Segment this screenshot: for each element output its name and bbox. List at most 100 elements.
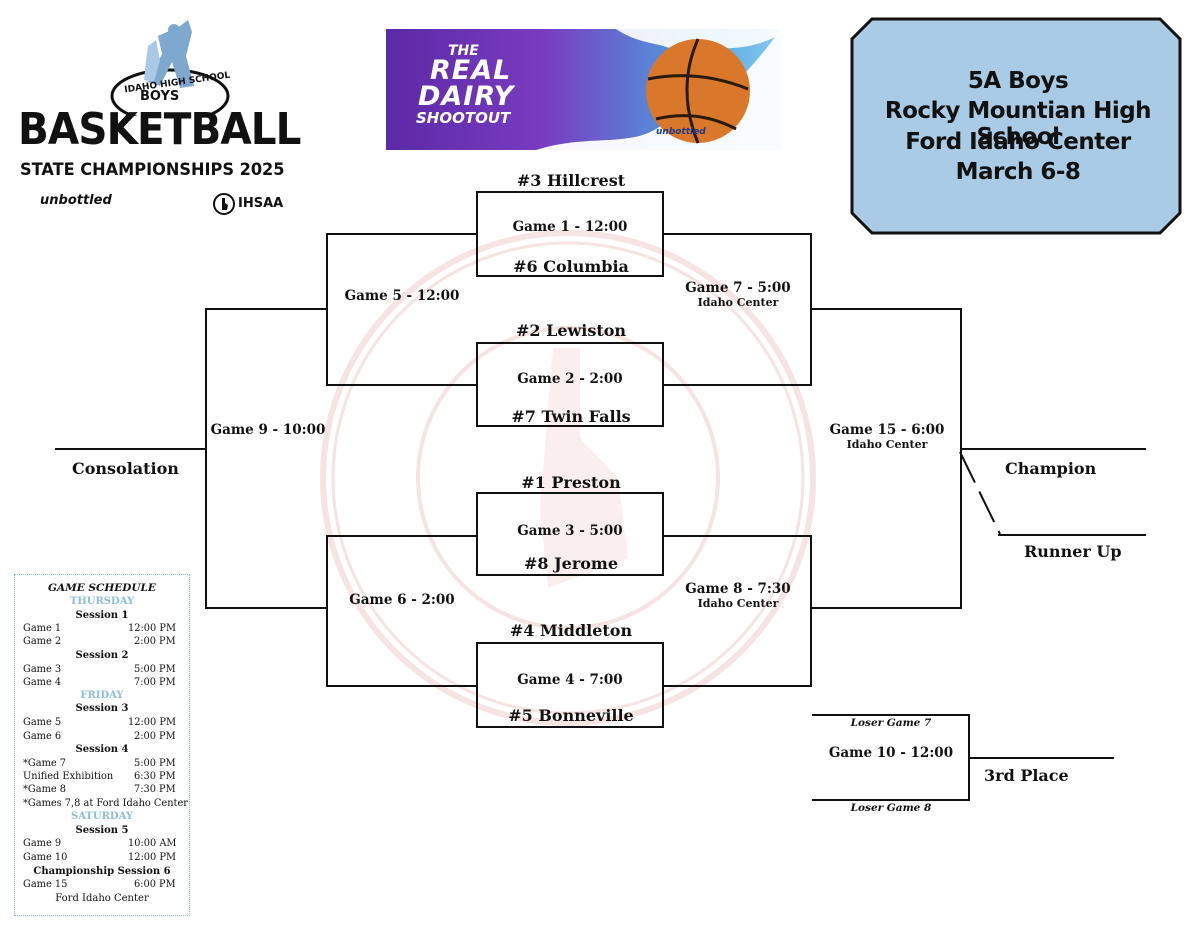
schedule-game-6-pm: PM <box>159 731 176 742</box>
milk-splash-graphic <box>536 29 781 150</box>
sponsor-line3: DAIRY <box>418 81 515 112</box>
bracket-line <box>662 492 664 576</box>
bracket-line <box>810 535 812 687</box>
bracket-line <box>960 308 962 609</box>
schedule-game-4-time: 7:00 <box>134 677 156 688</box>
team-columbia: #6 Columbia <box>513 257 629 276</box>
schedule-game-15-time: 6:00 <box>134 879 156 890</box>
logo-ihsaa: IHSAA <box>238 196 284 211</box>
sponsor-mark: unbottled <box>656 127 706 137</box>
info-venue: Ford Idaho Center <box>905 129 1131 155</box>
game-3-label: Game 3 - 5:00 <box>517 523 623 539</box>
game-schedule-panel <box>14 574 190 916</box>
schedule-game-1: Game 1 <box>23 623 62 634</box>
ihsaa-seal-icon <box>213 193 235 215</box>
runner-up-label: Runner Up <box>1024 542 1122 561</box>
bracket-line <box>476 342 664 344</box>
schedule-game-7-time: 5:00 <box>134 758 156 769</box>
logo-boys: BOYS <box>140 89 180 104</box>
team-jerome: #8 Jerome <box>523 554 619 573</box>
schedule-day-thursday: THURSDAY <box>69 596 135 607</box>
schedule-day-friday: FRIDAY <box>80 690 124 701</box>
schedule-game-7-pm: PM <box>159 758 176 769</box>
bracket-line <box>326 685 478 687</box>
info-panel <box>850 17 1182 235</box>
schedule-session-5: Session 5 <box>75 825 129 836</box>
game-1-label: Game 1 - 12:00 <box>512 219 628 235</box>
loser-game-7-label: Loser Game 7 <box>850 717 932 729</box>
schedule-game-8-pm: PM <box>159 784 176 795</box>
bracket-line <box>662 685 812 687</box>
loser-game-8-label: Loser Game 8 <box>850 802 932 814</box>
schedule-session-3: Session 3 <box>75 703 129 714</box>
bracket-line <box>998 534 1146 536</box>
schedule-game-9: Game 9 <box>23 838 62 849</box>
bracket-line <box>968 757 1114 759</box>
bracket-line <box>476 574 664 576</box>
sponsor-line2: REAL <box>430 55 512 86</box>
bracket-line <box>326 384 478 386</box>
champion-label: Champion <box>1005 459 1097 478</box>
consolation-label: Consolation <box>72 459 179 478</box>
bracket-line <box>476 191 664 193</box>
schedule-game-15: Game 15 <box>23 879 68 890</box>
game-2-label: Game 2 - 2:00 <box>517 371 623 387</box>
schedule-session-2: Session 2 <box>75 650 129 661</box>
schedule-game-10: Game 10 <box>23 852 68 863</box>
schedule-game-3-pm: PM <box>159 664 176 675</box>
bracket-line <box>205 308 328 310</box>
logo-title: BASKETBALL <box>18 104 301 155</box>
schedule-day-saturday: SATURDAY <box>71 811 133 822</box>
bracket-line <box>205 308 207 609</box>
bracket-line <box>476 642 664 644</box>
schedule-game-2: Game 2 <box>23 636 62 647</box>
info-division: 5A Boys <box>967 68 1069 94</box>
schedule-title: GAME SCHEDULE <box>48 582 156 594</box>
bracket-line <box>476 425 664 427</box>
game-5-label: Game 5 - 12:00 <box>344 288 460 304</box>
bracket-line <box>810 607 962 609</box>
schedule-venue: Ford Idaho Center <box>55 893 149 904</box>
game-4-label: Game 4 - 7:00 <box>517 672 623 688</box>
info-dates: March 6-8 <box>955 159 1081 185</box>
schedule-game-4: Game 4 <box>23 677 62 688</box>
info-host-school: Rocky Mountian High School <box>884 98 1152 150</box>
bracket-line <box>476 726 664 728</box>
team-preston: #1 Preston <box>521 473 621 492</box>
basketball-player-icon <box>110 20 230 116</box>
bracket-line <box>960 448 1146 450</box>
schedule-game-15-pm: PM <box>159 879 176 890</box>
schedule-game-10-time: 12:00 PM <box>128 852 176 863</box>
ihsaa-watermark-seal <box>320 230 816 726</box>
game-15-label: Game 15 - 6:00 <box>829 422 945 438</box>
runner-up-dashed-line <box>959 451 1001 535</box>
game-9-label: Game 9 - 10:00 <box>210 422 326 438</box>
bracket-line <box>810 308 962 310</box>
schedule-game-9-time: 10:00 AM <box>128 838 177 849</box>
schedule-game-7: *Game 7 <box>23 758 67 769</box>
sponsor-line1: THE <box>448 43 479 59</box>
team-middleton: #4 Middleton <box>509 621 633 640</box>
schedule-unified-time: 6:30 <box>134 771 156 782</box>
schedule-game-3: Game 3 <box>23 664 62 675</box>
schedule-game-5: Game 5 <box>23 717 62 728</box>
game-10-label: Game 10 - 12:00 <box>828 745 954 761</box>
bracket-line <box>662 535 812 537</box>
bracket-line <box>205 607 328 609</box>
game-7-venue: Idaho Center <box>697 296 779 309</box>
bracket-line <box>55 448 207 450</box>
game-6-label: Game 6 - 2:00 <box>349 592 455 608</box>
bracket-line <box>326 535 328 687</box>
bracket-line <box>662 233 812 235</box>
team-hillcrest: #3 Hillcrest <box>516 171 626 190</box>
game-7-label: Game 7 - 5:00 <box>685 280 791 296</box>
third-place-label: 3rd Place <box>984 766 1069 785</box>
schedule-session-6: Championship Session 6 <box>33 866 171 877</box>
schedule-game-6: Game 6 <box>23 731 62 742</box>
team-bonneville: #5 Bonneville <box>508 706 634 725</box>
schedule-unified-pm: PM <box>159 771 176 782</box>
bracket-line <box>476 275 664 277</box>
bracket-line <box>812 799 970 801</box>
logo-subtitle: STATE CHAMPIONSHIPS 2025 <box>20 160 285 180</box>
schedule-game-2-pm: PM <box>159 636 176 647</box>
